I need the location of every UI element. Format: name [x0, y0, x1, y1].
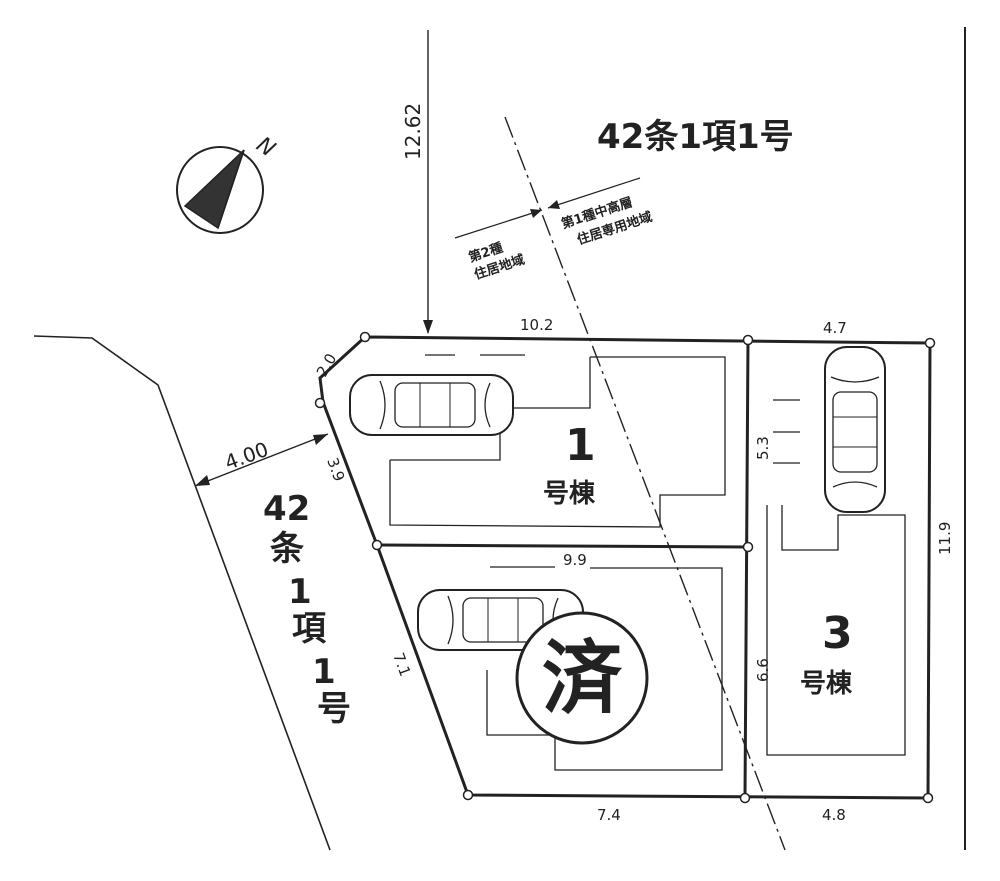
lot-outline: [318, 335, 932, 800]
dim-bottom-right: 4.8: [822, 806, 846, 824]
zone-boundary-line: [504, 116, 786, 851]
lot-divider-1-2: [376, 543, 749, 549]
road-left-char: 1: [312, 652, 336, 692]
road-edge-line: [33, 335, 331, 851]
compass-circle: [176, 146, 264, 234]
road-left-char: 条: [270, 529, 304, 569]
road-width-arrow: [194, 433, 329, 487]
road-left-char: 1: [288, 572, 312, 612]
road-top-label: 42条1項1号: [597, 117, 794, 157]
zone-arrow-right: [547, 177, 641, 209]
dim-mid: 9.9: [563, 551, 587, 569]
dim-road-width: 4.00: [222, 437, 272, 475]
dim-lot3-lower: 6.6: [754, 658, 772, 682]
lot-1-number: 1: [565, 420, 596, 471]
dim-top-left: 10.2: [520, 316, 553, 334]
dim-right: 11.9: [936, 522, 954, 555]
sold-stamp: 済: [515, 611, 649, 745]
building-2-footprint: [486, 567, 723, 771]
building-3-footprint: [766, 505, 906, 756]
setback-arrowhead: [423, 320, 433, 334]
sold-stamp-text: 済: [542, 632, 623, 725]
road-left-char: 号: [317, 689, 351, 729]
zone-left-label: 第2種 住居地域: [467, 240, 527, 283]
dim-lot3-upper: 5.3: [754, 436, 772, 460]
zone-arrowhead: [548, 200, 560, 209]
lot-3-number: 3: [822, 608, 853, 659]
dim-bottom-left: 7.4: [597, 806, 621, 824]
dim-setback: 12.62: [401, 103, 425, 160]
dim-corner: 2.0: [313, 350, 341, 380]
road-width-arrowhead: [313, 434, 328, 445]
north-label: N: [252, 132, 280, 162]
lot-3-label: 号棟: [800, 669, 853, 699]
zone-arrow-left: [454, 209, 543, 239]
road-left-char: 42: [263, 489, 310, 529]
dim-top-right: 4.7: [823, 319, 847, 337]
north-arrow: N: [176, 132, 280, 234]
building-1-footprint: [389, 356, 726, 528]
lot-1-label: 号棟: [543, 479, 596, 509]
zone-arrowhead: [530, 209, 542, 218]
compass-needle-icon: [183, 149, 245, 230]
lot-vertices: [314, 331, 936, 804]
road-left-char: 項: [292, 609, 327, 649]
car-icon: [824, 346, 886, 513]
road-left-label: 42 条 1 項 1 号: [263, 489, 351, 729]
car-icon: [349, 374, 514, 436]
road-width-arrowhead: [195, 475, 210, 486]
dim-left-lower: 7.1: [389, 650, 414, 679]
lot-divider-vertical: [743, 339, 750, 798]
